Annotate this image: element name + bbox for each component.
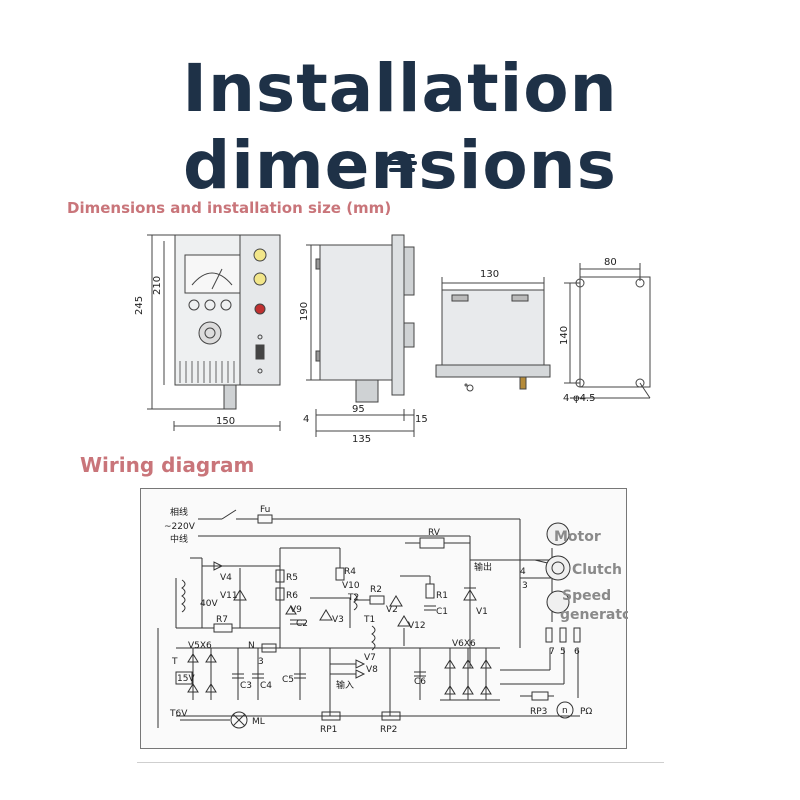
label-c2: C2 [296,619,308,629]
label-speed-generator-2: generator [560,607,628,623]
label-40v: 40V [200,599,218,609]
label-c3: C3 [240,681,252,691]
dimensions-section-label: Dimensions and installation size (mm) [67,199,392,217]
bottom-divider [137,762,664,763]
mounting-view [564,263,651,399]
label-r4: R4 [344,567,356,577]
label-rp1: RP1 [320,725,337,735]
label-term-6: 6 [574,647,580,657]
label-c4: C4 [260,681,272,691]
wiring-section-label: Wiring diagram [80,453,255,477]
label-term-4: 4 [520,567,526,577]
label-v8: V8 [366,665,378,675]
dim-hole-spacing-x: 80 [604,257,617,268]
label-v7: V7 [364,653,376,663]
label-r2: R2 [370,585,382,595]
label-term-5: 5 [560,647,566,657]
label-v5x6: V5X6 [188,641,212,651]
label-v12: V12 [408,621,426,631]
label-t6v: T6V [169,709,188,719]
label-speed-generator-1: Speed [562,588,611,604]
label-p-omega: PΩ [580,707,592,717]
dim-hole-spacing-y: 140 [559,326,570,345]
label-t2: T2 [347,593,359,603]
label-15v: 15V [177,674,195,684]
label-r7: R7 [216,615,228,625]
dim-side-height: 190 [299,302,310,321]
dim-height-outer: 245 [134,296,145,315]
label-t: T [171,657,178,667]
label-fuse: Fu [260,505,270,515]
label-motor: Motor [554,529,601,545]
label-t1: T1 [363,615,375,625]
label-term-3: 3 [522,581,528,591]
label-v2: V2 [386,605,398,615]
label-voltage: ~220V [164,522,196,532]
label-three: 3 [258,657,264,667]
dim-top-width: 130 [480,269,499,280]
label-ml: ML [252,717,265,727]
label-v4: V4 [220,573,232,583]
label-n: N [248,641,255,651]
label-output: 输出 [474,561,492,573]
dim-total-depth: 135 [352,434,371,445]
dim-right-offset: 15 [415,414,428,425]
top-view [435,277,551,392]
label-v6x6: V6X6 [452,639,476,649]
label-r1: R1 [436,591,448,601]
label-rp2: RP2 [380,725,397,735]
label-v1: V1 [476,607,488,617]
dim-body-depth: 95 [352,404,365,415]
label-c1: C1 [436,607,448,617]
label-c6: C6 [414,677,426,687]
label-neutral-line: 中线 [170,533,188,545]
dim-front-width: 150 [216,416,235,427]
label-phase-line: 相线 [170,506,188,518]
front-view [147,234,281,431]
dim-left-offset: 4 [303,414,309,425]
label-v3: V3 [332,615,344,625]
label-clutch: Clutch [572,562,622,578]
label-term-7: 7 [549,647,555,657]
label-r6: R6 [286,591,298,601]
label-n-symbol: n [562,706,568,716]
label-v11: V11 [220,591,238,601]
dimensions-drawing: 245 210 150 190 4 95 15 135 130 80 140 4… [134,234,651,445]
dim-height-inner: 210 [152,276,163,295]
label-v10: V10 [342,581,360,591]
label-rp3: RP3 [530,707,547,717]
label-v9: V9 [290,605,302,615]
label-input: 输入 [336,679,354,691]
label-c5: C5 [282,675,294,685]
label-rv: RV [428,528,441,538]
title-decoration-icon [375,152,419,174]
dim-hole-spec: 4-φ4.5 [563,393,595,404]
wiring-diagram: 相线 ~220V 中线 Fu RV 输出 V4 40V V11 R5 R6 R4… [140,488,628,749]
label-r5: R5 [286,573,298,583]
side-view [306,234,415,437]
page-title: Installation dimensions [182,50,618,204]
